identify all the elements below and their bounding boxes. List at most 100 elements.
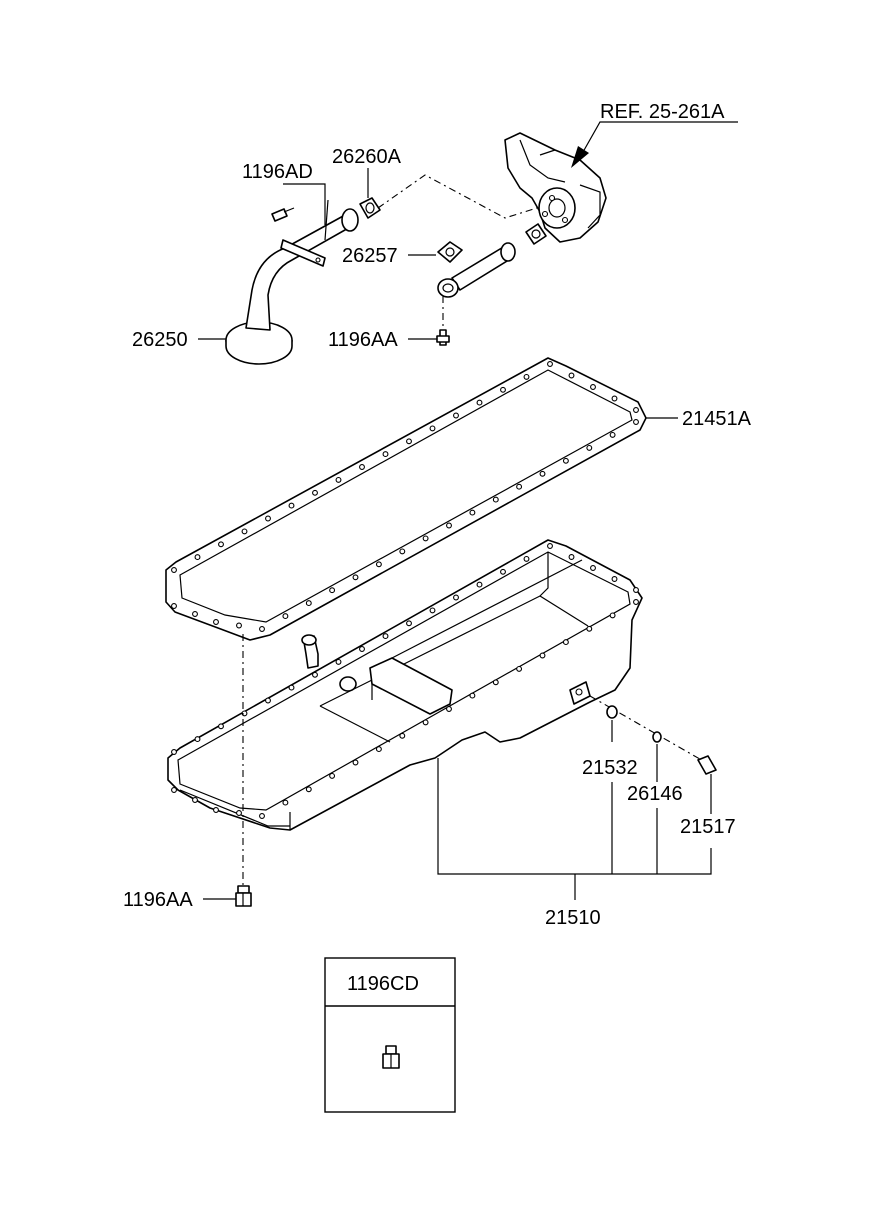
bolt-hole [422, 719, 429, 726]
bolt-hole [259, 626, 265, 632]
bolt-hole [352, 574, 359, 581]
bolt-hole [422, 535, 429, 542]
bolt-hole [192, 797, 198, 803]
bolt-hole [453, 594, 459, 601]
callout-26250: 26250 [132, 329, 188, 351]
bolt-hole [568, 554, 575, 560]
callout-26260A: 26260A [332, 146, 402, 168]
bolt-hole [586, 625, 593, 632]
reference-arrow [571, 121, 738, 168]
bolt-hole [194, 554, 201, 561]
bolt-hole [476, 581, 483, 588]
drain-alignment-line [589, 695, 713, 767]
bolt-hole [399, 548, 406, 555]
bolt-hole [453, 412, 459, 419]
bolt-hole [562, 639, 569, 646]
bolt-hole [633, 599, 639, 605]
bolt-hole [192, 611, 198, 617]
oil-pan-gasket-21451A [165, 357, 647, 641]
bolt-hole [305, 600, 312, 607]
bolt-hole [352, 759, 359, 766]
bolt-hole [213, 807, 219, 813]
bolt-hole [568, 372, 575, 379]
bolt-1196CD-icon [382, 1045, 400, 1069]
bolt-hole [382, 633, 389, 640]
bolt-hole [265, 515, 271, 522]
bolt-hole [218, 541, 224, 548]
bolt-hole [171, 567, 177, 573]
bolt-hole [335, 476, 342, 483]
bolt-hole [265, 697, 271, 704]
bolt-1196AA-top [436, 329, 450, 346]
bolt-hole [469, 692, 476, 699]
bolt-hole [446, 522, 452, 529]
inset-title: 1196CD [347, 973, 419, 995]
bolt-hole [562, 457, 569, 464]
bolt-hole [241, 528, 248, 535]
bolt-hole [539, 470, 546, 477]
bolt-hole [516, 665, 523, 672]
bolt-hole [359, 646, 365, 652]
bolt-hole [171, 749, 177, 755]
washer-21532 [606, 705, 618, 719]
bolt-hole [218, 723, 224, 730]
bolt-hole [469, 509, 476, 516]
drain-plug-21517 [697, 755, 717, 775]
bolt-1196AD [271, 207, 295, 222]
bolt-hole [259, 813, 265, 819]
bolt-hole [633, 419, 639, 425]
bolt-hole [399, 732, 406, 739]
bolt-hole [305, 786, 312, 793]
bolt-hole [335, 658, 342, 665]
bolt-hole [382, 451, 389, 458]
callout-1196AD: 1196AD [242, 161, 313, 183]
bolt-hole [590, 384, 596, 390]
reference-label: REF. 25-261A [600, 101, 725, 123]
bolt-hole [359, 464, 365, 470]
bolt-hole [194, 736, 201, 743]
bolt-hole [171, 787, 177, 793]
pickup-alignment-line [377, 174, 541, 219]
pipe-flange-gasket [525, 223, 547, 245]
bolt-hole [609, 612, 616, 619]
callout-21451A: 21451A [682, 408, 752, 430]
bolt-hole [500, 386, 506, 393]
callout-bracket-21510 [437, 758, 712, 900]
bolt-hole [446, 706, 452, 712]
gasket-26260A [359, 197, 381, 219]
gasket-26257 [437, 241, 463, 263]
bolt-hole [590, 565, 596, 571]
callout-21510: 21510 [545, 907, 601, 929]
bolt-hole [213, 619, 219, 625]
bolt-hole [429, 425, 436, 432]
callout-1196AA-top: 1196AA [328, 329, 398, 351]
oil-strainer-pickup [225, 208, 359, 365]
oil-pan-21510 [167, 539, 643, 831]
bolt-hole [633, 407, 639, 413]
callout-21532: 21532 [582, 757, 638, 779]
bolt-1196AA-bottom [235, 885, 252, 907]
bolt-hole [633, 587, 639, 593]
bolt-hole [312, 671, 318, 678]
bolt-hole [516, 483, 523, 490]
bolt-hole [429, 607, 436, 614]
bolt-hole [609, 431, 616, 438]
bolt-hole [171, 603, 177, 609]
bolt-hole [523, 555, 530, 562]
bolt-hole [492, 496, 499, 503]
bolt-hole [547, 361, 553, 367]
bolt-hole [282, 799, 289, 806]
bolt-hole [406, 620, 412, 627]
bolt-hole [288, 684, 295, 691]
bolt-hole [611, 576, 618, 582]
bolt-hole [406, 438, 412, 445]
bolt-hole [312, 489, 318, 496]
bolt-hole [476, 399, 483, 406]
bolt-hole [492, 679, 499, 686]
oil-pump-reference [504, 132, 607, 243]
callout-26146: 26146 [627, 783, 683, 805]
bolt-hole [329, 772, 336, 779]
callout-1196AA-bottom: 1196AA [123, 889, 193, 911]
gasket-26146 [652, 731, 662, 743]
